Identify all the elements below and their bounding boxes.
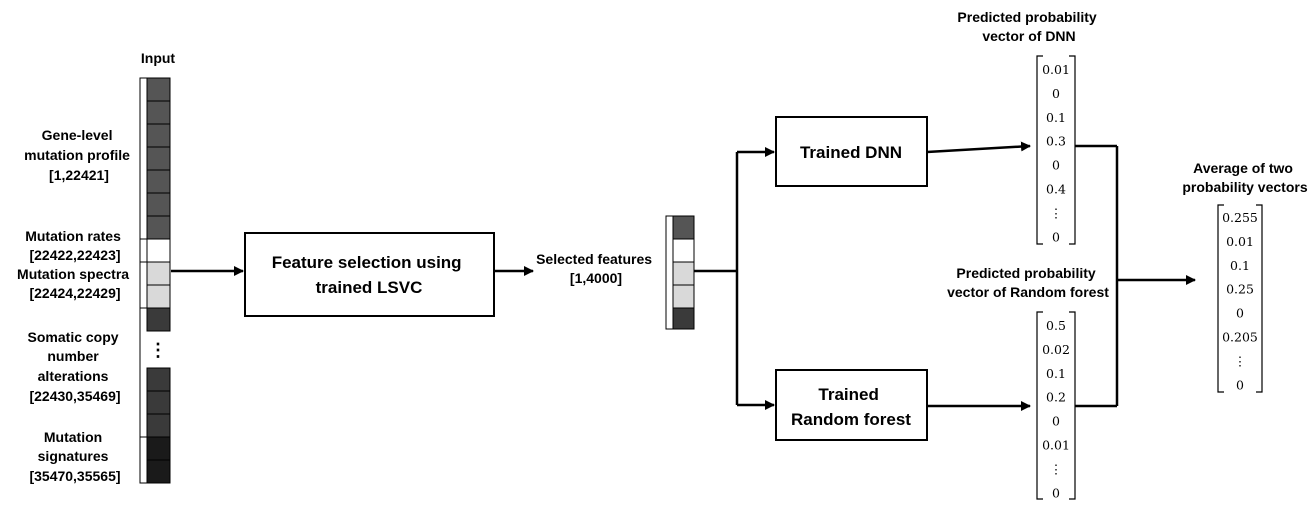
input-ellipsis: ⋮ bbox=[149, 340, 167, 360]
rf-vector-value-5: 0.01 bbox=[1042, 438, 1070, 453]
rf-vector-value-1: 0.02 bbox=[1042, 342, 1070, 357]
average-vector-value-2: 0.1 bbox=[1230, 258, 1250, 273]
dnn-vector-value-6: ⋮ bbox=[1050, 205, 1063, 220]
rf-vector-title: Predicted probability vector of Random f… bbox=[947, 265, 1109, 300]
input-feature-column: ⋮ bbox=[146, 77, 171, 484]
split-connector bbox=[694, 152, 739, 405]
average-vector-value-6: ⋮ bbox=[1234, 353, 1247, 368]
rf-vector-values: 0.5 0.02 0.1 0.2 0 0.01 ⋮ 0 bbox=[1042, 318, 1070, 500]
average-vector-value-0: 0.255 bbox=[1222, 210, 1258, 225]
rf-vector-value-0: 0.5 bbox=[1046, 318, 1066, 333]
dnn-vector-value-7: 0 bbox=[1052, 229, 1060, 244]
rf-box-label: Trained Random forest bbox=[791, 385, 911, 429]
lsvc-box bbox=[244, 232, 495, 317]
average-vector-values: 0.255 0.01 0.1 0.25 0 0.205 ⋮ 0 bbox=[1222, 210, 1258, 392]
rf-box bbox=[775, 369, 928, 441]
lsvc-box-label: Feature selection using trained LSVC bbox=[272, 253, 467, 297]
average-vector-value-3: 0.25 bbox=[1226, 282, 1254, 297]
rf-vector-right-bracket bbox=[1069, 311, 1076, 500]
dnn-vector-value-4: 0 bbox=[1052, 158, 1060, 173]
dnn-vector-values: 0.01 0 0.1 0.3 0 0.4 ⋮ 0 bbox=[1042, 62, 1070, 244]
dnn-vector-value-5: 0.4 bbox=[1046, 182, 1066, 197]
gene-level-cells bbox=[146, 77, 171, 240]
rf-vector-value-4: 0 bbox=[1052, 414, 1060, 429]
dnn-vector-left-bracket bbox=[1036, 55, 1043, 245]
mutation-spectra-cells bbox=[146, 261, 171, 309]
average-vector-left-bracket bbox=[1217, 204, 1224, 393]
dnn-vector-value-3: 0.3 bbox=[1046, 134, 1066, 149]
copy-number-cells bbox=[146, 307, 171, 438]
segment-label-copy-number: Somatic copy number alterations [22430,3… bbox=[28, 329, 123, 404]
rf-vector-value-2: 0.1 bbox=[1046, 366, 1066, 381]
segment-label-mutation-rates: Mutation rates [22422,22423] bbox=[25, 228, 125, 263]
dnn-vector-value-2: 0.1 bbox=[1046, 110, 1066, 125]
input-title: Input bbox=[141, 50, 176, 66]
average-vector-title: Average of two probability vectors bbox=[1182, 160, 1307, 195]
average-vector-value-7: 0 bbox=[1236, 377, 1244, 392]
dnn-vector-value-1: 0 bbox=[1052, 86, 1060, 101]
rf-vector-value-3: 0.2 bbox=[1046, 390, 1066, 405]
mutation-rates-cell bbox=[146, 238, 171, 263]
average-vector-value-1: 0.01 bbox=[1226, 234, 1254, 249]
rf-vector-left-bracket bbox=[1036, 311, 1043, 500]
segment-label-mutation-spectra: Mutation spectra [22424,22429] bbox=[17, 266, 133, 301]
dnn-vector-title: Predicted probability vector of DNN bbox=[957, 9, 1100, 44]
rf-vector-value-6: ⋮ bbox=[1050, 461, 1063, 476]
input-brackets bbox=[139, 77, 147, 484]
arrow-dnn-to-vector bbox=[926, 141, 1031, 154]
dnn-box-label: Trained DNN bbox=[800, 143, 902, 162]
selected-features-column bbox=[672, 215, 695, 330]
merge-connector bbox=[1075, 144, 1119, 408]
average-vector-value-5: 0.205 bbox=[1222, 330, 1258, 345]
dnn-vector-right-bracket bbox=[1069, 55, 1076, 245]
segment-label-gene-level: Gene-level mutation profile [1,22421] bbox=[24, 127, 134, 183]
rf-vector-value-7: 0 bbox=[1052, 485, 1060, 500]
average-vector-right-bracket bbox=[1256, 204, 1263, 393]
dnn-vector-value-0: 0.01 bbox=[1042, 62, 1070, 77]
dnn-box bbox=[775, 116, 928, 187]
average-vector-value-4: 0 bbox=[1236, 306, 1244, 321]
segment-label-signatures: Mutation signatures [35470,35565] bbox=[29, 429, 120, 484]
signature-cells bbox=[146, 436, 171, 484]
selected-features-label: Selected features [1,4000] bbox=[536, 251, 656, 286]
selected-features-bracket bbox=[665, 215, 673, 330]
